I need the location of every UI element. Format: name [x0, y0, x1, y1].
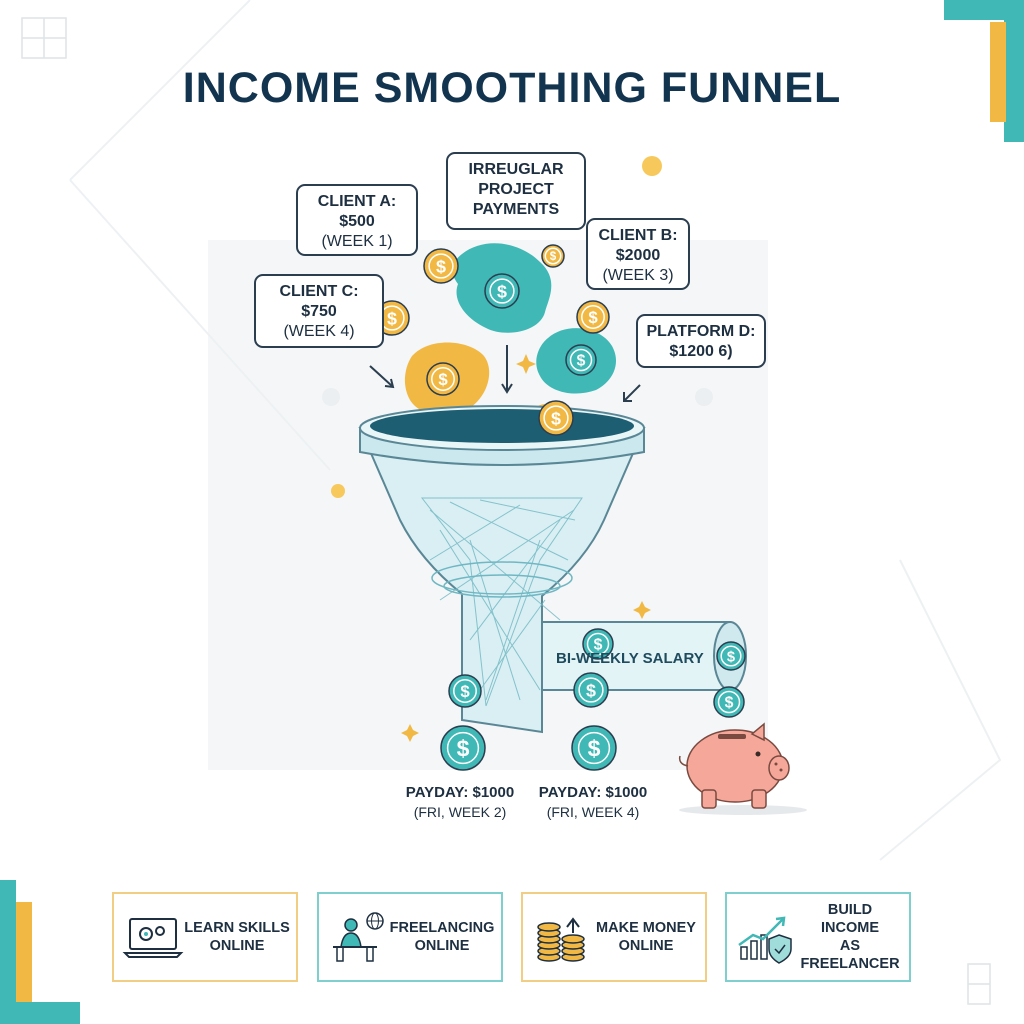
callout-platform-d: PLATFORM D:$1200 6) [636, 314, 766, 368]
svg-text:$: $ [436, 256, 446, 276]
decor-dot [642, 156, 662, 176]
coin-stacks-icon [537, 917, 585, 962]
callout-client-c: CLIENT C:$750(WEEK 4) [254, 274, 384, 348]
dollar-coin-icon: $ [426, 362, 460, 396]
dollar-coin-icon: $ [440, 725, 486, 771]
callout-client-b: CLIENT B:$2000(WEEK 3) [586, 218, 690, 290]
dollar-coin-icon: $ [541, 244, 565, 268]
laptop-gears-icon [122, 918, 184, 958]
svg-text:$: $ [551, 408, 561, 428]
callout-client-a: CLIENT A:$500(WEEK 1) [296, 184, 418, 256]
growth-shield-icon [738, 916, 792, 964]
background-outline [879, 559, 1002, 861]
page-title: INCOME SMOOTHING FUNNEL [182, 64, 842, 112]
svg-text:$: $ [460, 682, 470, 701]
corner-grid-icon [967, 963, 991, 1005]
svg-text:$: $ [725, 695, 734, 712]
dollar-coin-icon: $ [423, 248, 459, 284]
piggy-bank-icon [678, 722, 807, 815]
svg-text:$: $ [588, 735, 601, 761]
pointer-arrows [369, 345, 641, 402]
svg-text:$: $ [577, 353, 586, 370]
dollar-coin-icon: $ [713, 686, 745, 718]
svg-text:$: $ [457, 735, 470, 761]
dollar-coin-icon: $ [538, 400, 574, 436]
dollar-coin-icon: $ [571, 725, 617, 771]
dollar-coin-icon: $ [582, 628, 614, 660]
dollar-coin-icon: $ [716, 641, 746, 671]
dollar-coin-icon: $ [484, 273, 520, 309]
dollar-coin-icon: $ [448, 674, 482, 708]
svg-text:$: $ [550, 250, 557, 263]
decor-dot [331, 484, 345, 498]
svg-text:$: $ [387, 308, 397, 328]
svg-text:$: $ [497, 281, 507, 301]
svg-text:$: $ [438, 370, 448, 389]
corner-accent-bottom-left [0, 1002, 80, 1024]
coin-layer: $ $ $ $ $ $ $ $ $ $ $ $ $ $ $ [374, 244, 746, 771]
background-outline [69, 0, 251, 181]
corner-grid-icon [21, 17, 67, 59]
freelancer-desk-icon [333, 912, 384, 962]
payday-2: PAYDAY: $1000(FRI, WEEK 4) [538, 784, 648, 820]
dollar-coin-icon: $ [576, 300, 610, 334]
sparkle-icon [401, 354, 651, 742]
svg-text:$: $ [727, 649, 735, 665]
svg-text:$: $ [594, 637, 603, 654]
svg-text:$: $ [586, 680, 596, 700]
background-outline [69, 179, 331, 471]
svg-text:$: $ [588, 308, 598, 327]
payday-1: PAYDAY: $1000(FRI, WEEK 2) [405, 784, 515, 820]
dollar-coin-icon: $ [565, 344, 597, 376]
pipe-label: BI-WEEKLY SALARY [556, 650, 704, 667]
dollar-coin-icon: $ [573, 672, 609, 708]
